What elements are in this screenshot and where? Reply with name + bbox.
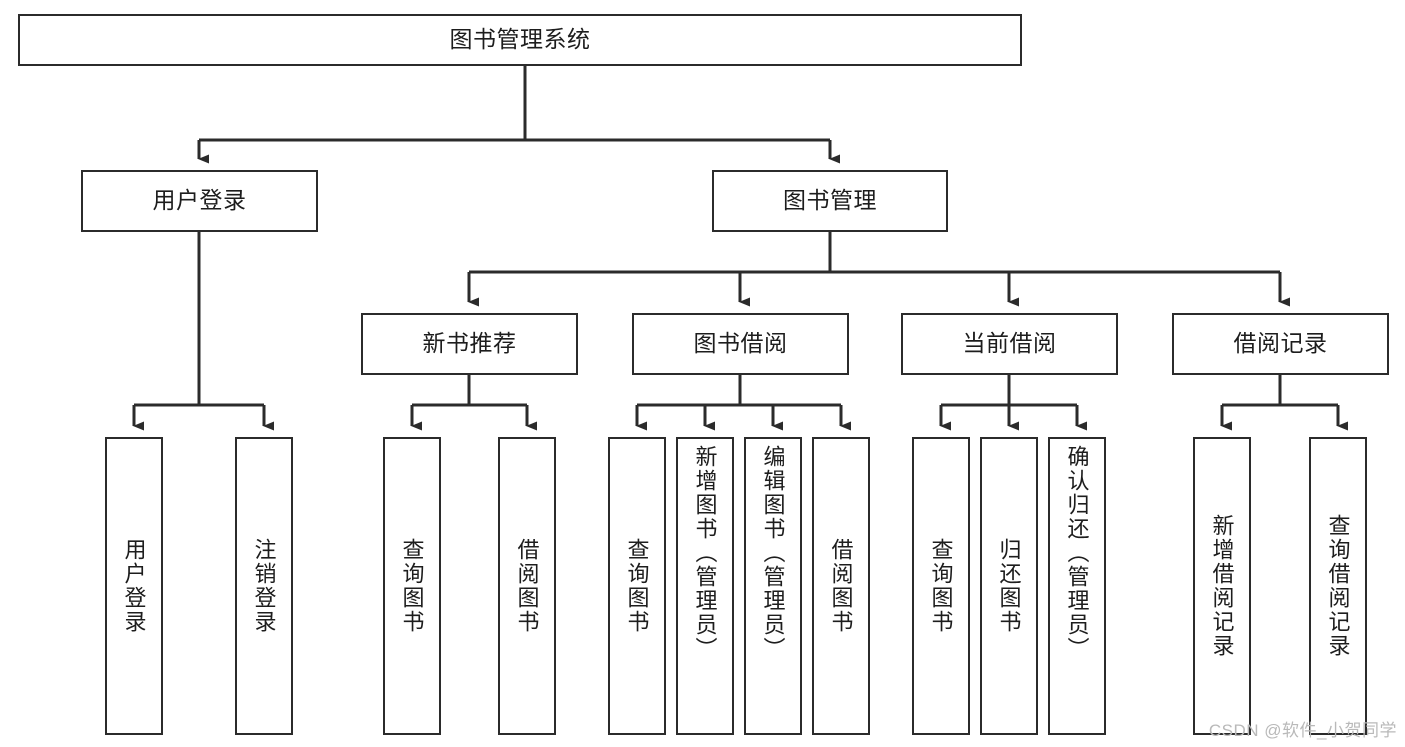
- node-new-book-recommendation[interactable]: 新书推荐: [361, 313, 578, 375]
- node-label: 当前借阅: [962, 330, 1057, 357]
- node-label: 借阅图书: [828, 538, 854, 634]
- node-book-borrowing[interactable]: 图书借阅: [632, 313, 849, 375]
- node-label: 用户登录: [121, 538, 147, 634]
- leaf-query-book-current[interactable]: 查询图书: [912, 437, 970, 735]
- leaf-user-login[interactable]: 用户登录: [105, 437, 163, 735]
- node-current-borrowing[interactable]: 当前借阅: [901, 313, 1118, 375]
- leaf-query-book-new-recommendation[interactable]: 查询图书: [383, 437, 441, 735]
- leaf-borrow-book-new-recommendation[interactable]: 借阅图书: [498, 437, 556, 735]
- leaf-add-borrow-record[interactable]: 新增借阅记录: [1193, 437, 1251, 735]
- leaf-edit-book-admin[interactable]: 编辑图书（管理员）: [744, 437, 802, 735]
- node-label: 查询图书: [399, 538, 425, 634]
- leaf-logout[interactable]: 注销登录: [235, 437, 293, 735]
- node-label: 查询图书: [624, 538, 650, 634]
- node-book-management[interactable]: 图书管理: [712, 170, 948, 232]
- leaf-confirm-return-admin[interactable]: 确认归还（管理员）: [1048, 437, 1106, 735]
- node-borrowing-records[interactable]: 借阅记录: [1172, 313, 1389, 375]
- node-label: 借阅记录: [1233, 330, 1328, 357]
- node-label: 图书借阅: [693, 330, 788, 357]
- node-label: 图书管理系统: [449, 26, 591, 53]
- leaf-borrow-book-borrowing[interactable]: 借阅图书: [812, 437, 870, 735]
- leaf-query-book-borrowing[interactable]: 查询图书: [608, 437, 666, 735]
- node-label: 新增图书（管理员）: [692, 445, 718, 661]
- node-root-library-management-system[interactable]: 图书管理系统: [18, 14, 1022, 66]
- node-label: 用户登录: [152, 187, 247, 214]
- node-label: 新增借阅记录: [1209, 514, 1235, 658]
- node-label: 图书管理: [783, 187, 877, 214]
- node-label: 注销登录: [251, 538, 277, 634]
- leaf-query-borrow-record[interactable]: 查询借阅记录: [1309, 437, 1367, 735]
- csdn-watermark: CSDN @软件_小贺同学: [1208, 721, 1397, 740]
- node-label: 归还图书: [996, 538, 1022, 634]
- leaf-add-book-admin[interactable]: 新增图书（管理员）: [676, 437, 734, 735]
- node-label: 查询图书: [928, 538, 954, 634]
- leaf-return-book[interactable]: 归还图书: [980, 437, 1038, 735]
- node-label: 确认归还（管理员）: [1064, 445, 1090, 661]
- node-label: 查询借阅记录: [1325, 514, 1351, 658]
- node-user-login[interactable]: 用户登录: [81, 170, 318, 232]
- node-label: 编辑图书（管理员）: [760, 445, 786, 661]
- node-label: 新书推荐: [422, 330, 517, 357]
- node-label: 借阅图书: [514, 538, 540, 634]
